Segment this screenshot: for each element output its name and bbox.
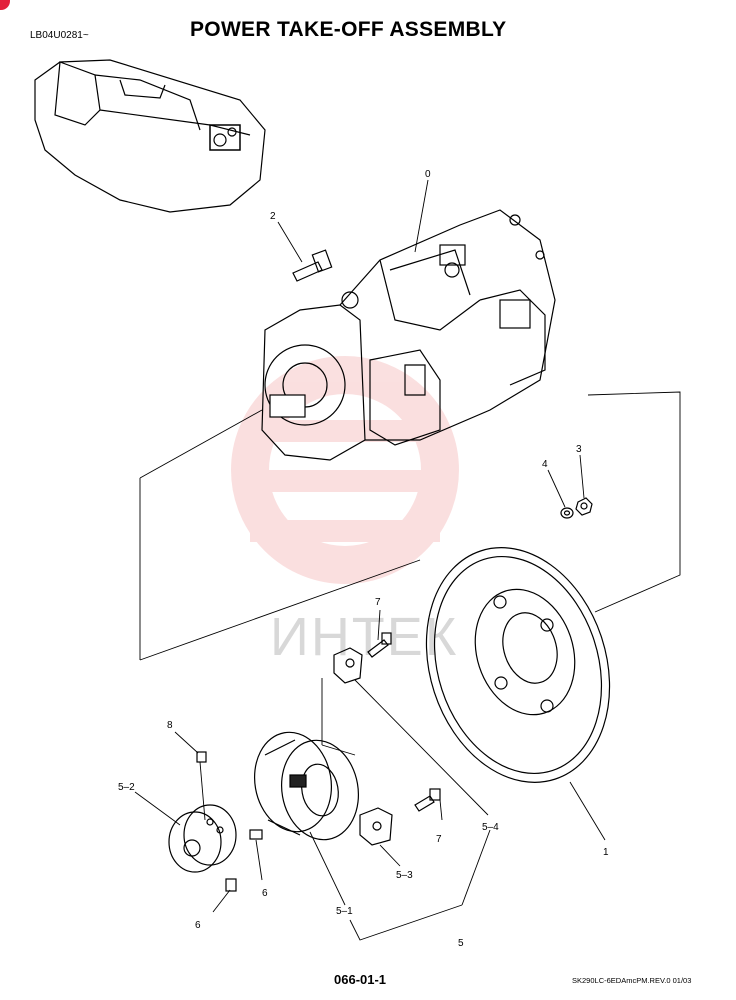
callout-set-screw-top: 8 xyxy=(167,720,173,731)
bolt-part-2 xyxy=(292,249,333,282)
coupling-body-part-5-1 xyxy=(253,731,360,841)
set-screw-part-6-body xyxy=(249,829,263,840)
page-number: 066-01-1 xyxy=(334,972,387,987)
callout-coupling-assembly: 5 xyxy=(458,938,464,949)
callout-washer: 4 xyxy=(542,459,548,470)
washer-part-4 xyxy=(560,507,574,519)
corner-marker xyxy=(0,0,10,10)
callout-flywheel-plate: 1 xyxy=(603,847,609,858)
insert-part-5-4 xyxy=(333,647,363,684)
callout-nut: 3 xyxy=(576,444,582,455)
bolt-part-7-lower xyxy=(414,788,441,812)
callout-bolt-lower: 7 xyxy=(436,834,442,845)
hydraulic-pump-assembly xyxy=(261,209,556,461)
callout-set-screw-body: 6 xyxy=(262,888,268,899)
callout-bolt: 2 xyxy=(270,211,276,222)
document-reference: SK290LC-6EDAmcPM.REV.0 01/03 xyxy=(572,976,692,985)
watermark-logo xyxy=(231,356,459,584)
machine-inset-illustration xyxy=(34,59,266,213)
callout-set-screw-hub: 6 xyxy=(195,920,201,931)
page-title: POWER TAKE-OFF ASSEMBLY xyxy=(190,18,507,41)
set-screw-part-8 xyxy=(196,751,207,763)
model-code: LB04U0281~ xyxy=(30,30,89,41)
callout-insert-lower: 5–3 xyxy=(396,870,413,881)
callout-insert-upper: 5–4 xyxy=(482,822,499,833)
hub-part-5-2 xyxy=(168,804,237,873)
nut-part-3 xyxy=(575,497,593,516)
insert-part-5-3 xyxy=(359,807,393,846)
bolt-part-7-upper xyxy=(367,632,392,658)
callout-bolt-upper: 7 xyxy=(375,597,381,608)
callout-coupling-body: 5–1 xyxy=(336,906,353,917)
callout-hub: 5–2 xyxy=(118,782,135,793)
leader-lines xyxy=(134,179,681,941)
set-screw-part-6-hub xyxy=(225,878,237,892)
callout-pump: 0 xyxy=(425,169,431,180)
flywheel-plate-part-1 xyxy=(425,547,611,783)
callout-labels: 0 2 3 4 7 8 5–2 5–4 7 1 5–3 6 5–1 6 5 xyxy=(118,169,609,949)
watermark-text: ИНТЕК xyxy=(270,607,458,667)
